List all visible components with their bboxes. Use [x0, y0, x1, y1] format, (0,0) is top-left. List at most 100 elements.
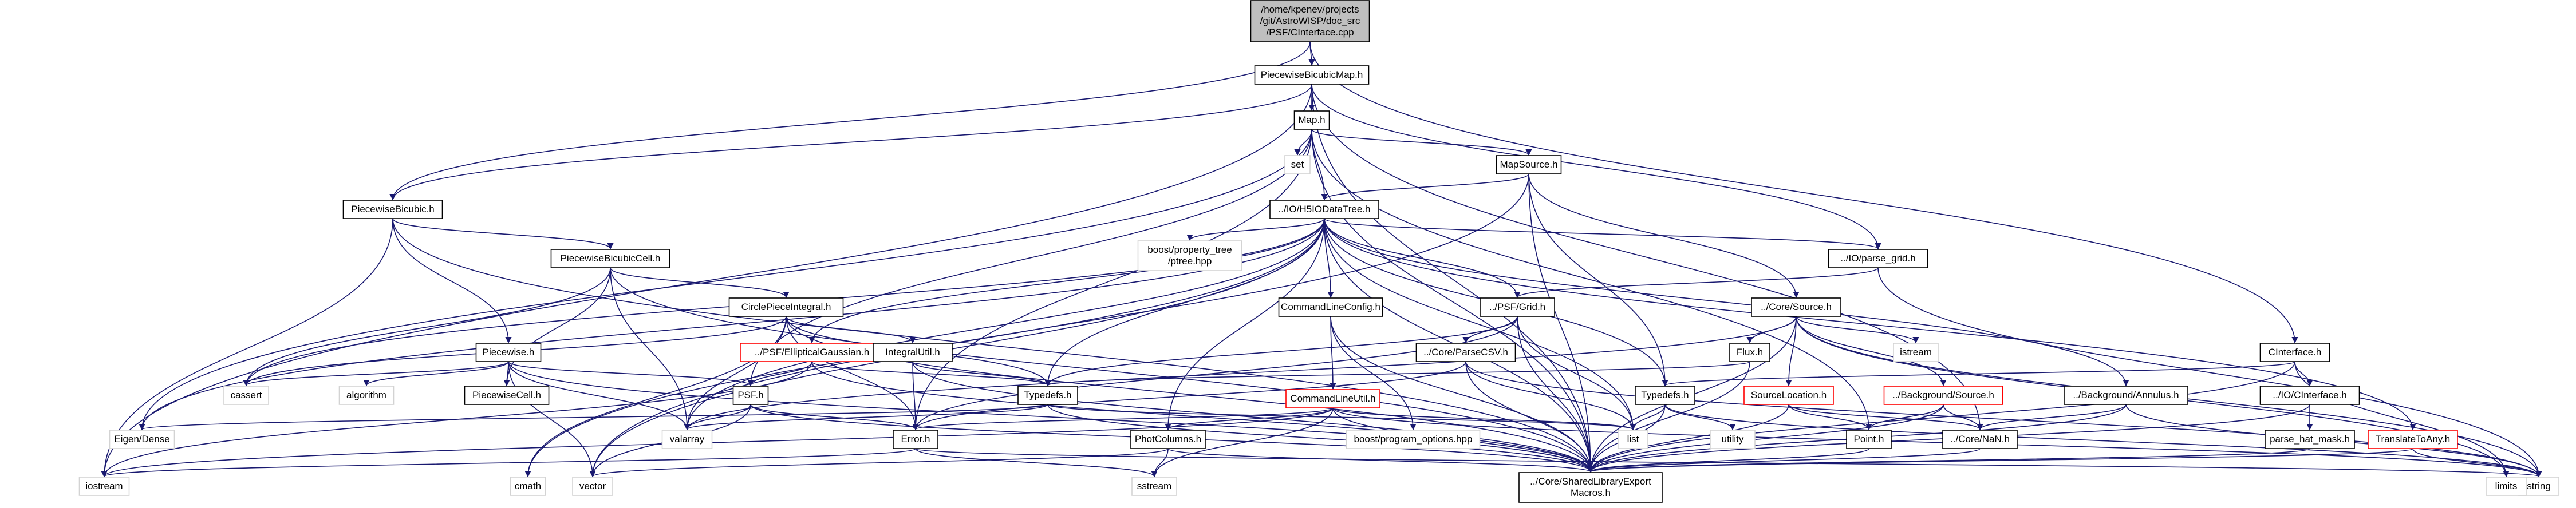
- node-box: [2265, 430, 2355, 449]
- node-label: TranslateToAny.h: [2376, 434, 2450, 445]
- node-root[interactable]: /home/kpenev/projects/git/AstroWISP/doc_…: [1250, 0, 1370, 42]
- node-typedefs2[interactable]: Typedefs.h: [1635, 386, 1695, 405]
- node-box: [342, 200, 443, 219]
- edge-translate-to-string: [2412, 448, 2542, 478]
- edge-bgsource-to-sharedlib: [1587, 404, 1944, 473]
- node-label: list: [1627, 434, 1639, 445]
- node-pwcell[interactable]: PiecewiseCell.h: [464, 386, 550, 405]
- edge-iohat-to-bgannulus: [1324, 218, 2129, 387]
- node-istream: istream: [1893, 343, 1939, 362]
- node-parsegrid[interactable]: ../IO/parse_grid.h: [1828, 249, 1928, 268]
- node-vector: vector: [572, 477, 613, 496]
- edge-integral-to-error: [912, 361, 919, 431]
- node-flux[interactable]: Flux.h: [1729, 343, 1770, 362]
- node-label: Error.h: [901, 434, 930, 445]
- node-mapsource[interactable]: MapSource.h: [1496, 155, 1562, 174]
- node-label: Typedefs.h: [1641, 390, 1689, 400]
- node-label: CirclePieceIntegral.h: [741, 301, 831, 312]
- edge-coreparse-to-string: [1465, 361, 2542, 478]
- edge-piecewise-to-valarray: [508, 361, 691, 431]
- node-box: [1893, 343, 1939, 362]
- edge-circle-to-valarray: [684, 316, 787, 431]
- node-box: [1828, 249, 1928, 268]
- node-label: istream: [1900, 347, 1932, 358]
- node-label: PhotColumns.h: [1135, 434, 1201, 445]
- node-box: [475, 343, 542, 362]
- node-pwbicubic[interactable]: PiecewiseBicubic.h: [342, 200, 443, 219]
- node-error[interactable]: Error.h: [893, 430, 938, 449]
- edge-clconfig-to-clutil: [1330, 316, 1336, 390]
- node-box: [1285, 389, 1380, 408]
- edge-pwbicubic-to-pwbicell: [392, 218, 614, 250]
- edge-cinterfaceh-to-limits: [2294, 361, 2510, 478]
- node-psfgrid[interactable]: ../PSF/Grid.h: [1480, 297, 1555, 317]
- edge-root-to-cinterfaceh: [1309, 41, 2298, 344]
- edge-circle-to-integral: [786, 316, 916, 344]
- node-clutil[interactable]: CommandLineUtil.h: [1285, 389, 1380, 408]
- node-circle[interactable]: CirclePieceIntegral.h: [728, 297, 844, 317]
- node-box: [1635, 386, 1695, 405]
- node-box: [728, 297, 844, 317]
- edge-psfgrid-to-coreparse: [1462, 316, 1518, 344]
- node-label: SourceLocation.h: [1751, 390, 1827, 400]
- node-box: [873, 343, 953, 362]
- node-psfh[interactable]: PSF.h: [732, 386, 769, 405]
- node-bgannulus[interactable]: ../Background/Annulus.h: [2064, 386, 2188, 405]
- node-label: /ptree.hpp: [1168, 256, 1212, 267]
- node-map[interactable]: Map.h: [1293, 110, 1330, 130]
- node-cinterfaceh[interactable]: CInterface.h: [2259, 343, 2330, 362]
- node-pbm[interactable]: PiecewiseBicubicMap.h: [1254, 65, 1370, 85]
- node-piecewise[interactable]: Piecewise.h: [475, 343, 542, 362]
- node-translate[interactable]: TranslateToAny.h: [2368, 430, 2458, 449]
- node-label: limits: [2495, 481, 2518, 491]
- edge-pbm-to-sharedlib: [1311, 84, 1594, 473]
- node-box: [464, 386, 550, 405]
- node-label: ../Core/ParseCSV.h: [1423, 347, 1508, 358]
- node-coreparse[interactable]: ../Core/ParseCSV.h: [1415, 343, 1516, 362]
- node-layer: /home/kpenev/projects/git/AstroWISP/doc_…: [78, 0, 2559, 503]
- node-box: [1254, 65, 1370, 85]
- node-typedefs1[interactable]: Typedefs.h: [1017, 386, 1078, 405]
- edge-piecewise-to-vector: [508, 361, 596, 478]
- node-ellgauss[interactable]: ../PSF/EllipticalGaussian.h: [740, 343, 884, 362]
- node-boostptree: boost/property_tree/ptree.hpp: [1137, 240, 1242, 271]
- node-cmath: cmath: [510, 477, 546, 496]
- node-photcols[interactable]: PhotColumns.h: [1130, 430, 1206, 449]
- node-corenan[interactable]: ../Core/NaN.h: [1942, 430, 2018, 449]
- edge-sourceloc-to-point: [1788, 404, 1872, 431]
- node-bgsource[interactable]: ../Background/Source.h: [1883, 386, 2003, 405]
- node-sourceloc[interactable]: SourceLocation.h: [1743, 386, 1834, 405]
- node-valarray: valarray: [661, 430, 713, 449]
- node-pwbicell[interactable]: PiecewiseBicubicCell.h: [550, 249, 670, 268]
- edge-typedefs1-to-list: [1047, 404, 1636, 431]
- node-box: [1480, 297, 1555, 317]
- node-label: ../Core/NaN.h: [1950, 434, 2010, 445]
- node-box: [1130, 430, 1206, 449]
- edge-psfgrid-to-sharedlib: [1517, 316, 1594, 473]
- edge-typedefs2-to-list: [1630, 404, 1666, 431]
- edge-ellgauss-to-psfh: [747, 361, 812, 387]
- node-point[interactable]: Point.h: [1846, 430, 1892, 449]
- edge-integral-to-sharedlib: [912, 361, 1594, 473]
- node-clconfig[interactable]: CommandLineConfig.h: [1278, 297, 1383, 317]
- edge-root-to-pwbicubic: [389, 41, 1311, 201]
- node-parsehat[interactable]: parse_hat_mask.h: [2265, 430, 2355, 449]
- edge-clutil-to-photcols: [1165, 407, 1334, 431]
- edge-iohat-to-list: [1324, 218, 1636, 431]
- edge-pbm-to-iostream: [101, 84, 1312, 478]
- node-coresource[interactable]: ../Core/Source.h: [1751, 297, 1841, 317]
- node-box: [1883, 386, 2003, 405]
- node-label: Typedefs.h: [1024, 390, 1071, 400]
- node-box: [1250, 0, 1370, 42]
- edge-pwbicubic-to-piecewise: [392, 218, 512, 344]
- node-iohat[interactable]: ../IO/H5IODataTree.h: [1269, 200, 1379, 219]
- node-iocinterface[interactable]: ../IO/CInterface.h: [2259, 386, 2360, 405]
- edge-cinterfaceh-to-sharedlib: [1587, 361, 2295, 473]
- edge-iohat-to-ellgauss: [808, 218, 1325, 344]
- node-integral[interactable]: IntegralUtil.h: [873, 343, 953, 362]
- node-iostream: iostream: [78, 477, 130, 496]
- node-box: [1743, 386, 1834, 405]
- edge-layer: [101, 41, 2542, 478]
